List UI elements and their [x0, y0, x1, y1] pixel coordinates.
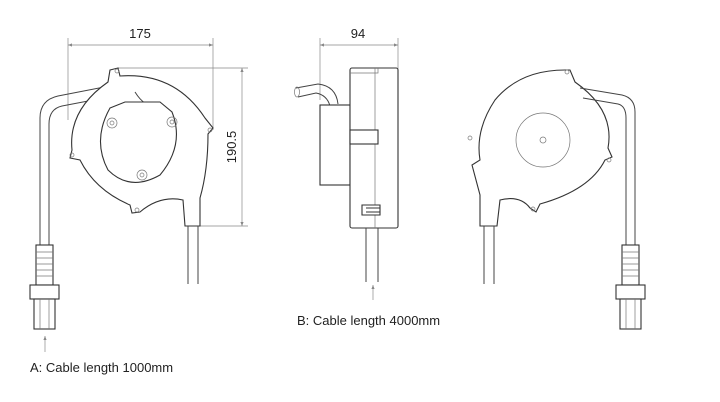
front-view-left: 175 190.5 A: Cable length 1000mm: [29, 26, 248, 375]
dimension-height-label: 190.5: [224, 131, 239, 164]
housing-rear: [471, 69, 613, 227]
connector-b: [615, 244, 646, 330]
dimension-width: [67, 38, 214, 130]
dimension-height: [118, 67, 248, 227]
dimension-width-label: 175: [129, 26, 151, 41]
connector-a: [29, 244, 60, 330]
cable-a-label: A: Cable length 1000mm: [30, 360, 173, 375]
rear-view: [467, 69, 646, 330]
side-view: 94 B: Cable length 4000mm: [294, 26, 440, 328]
dimension-depth-label: 94: [351, 26, 365, 41]
cable-b-label: B: Cable length 4000mm: [297, 313, 440, 328]
